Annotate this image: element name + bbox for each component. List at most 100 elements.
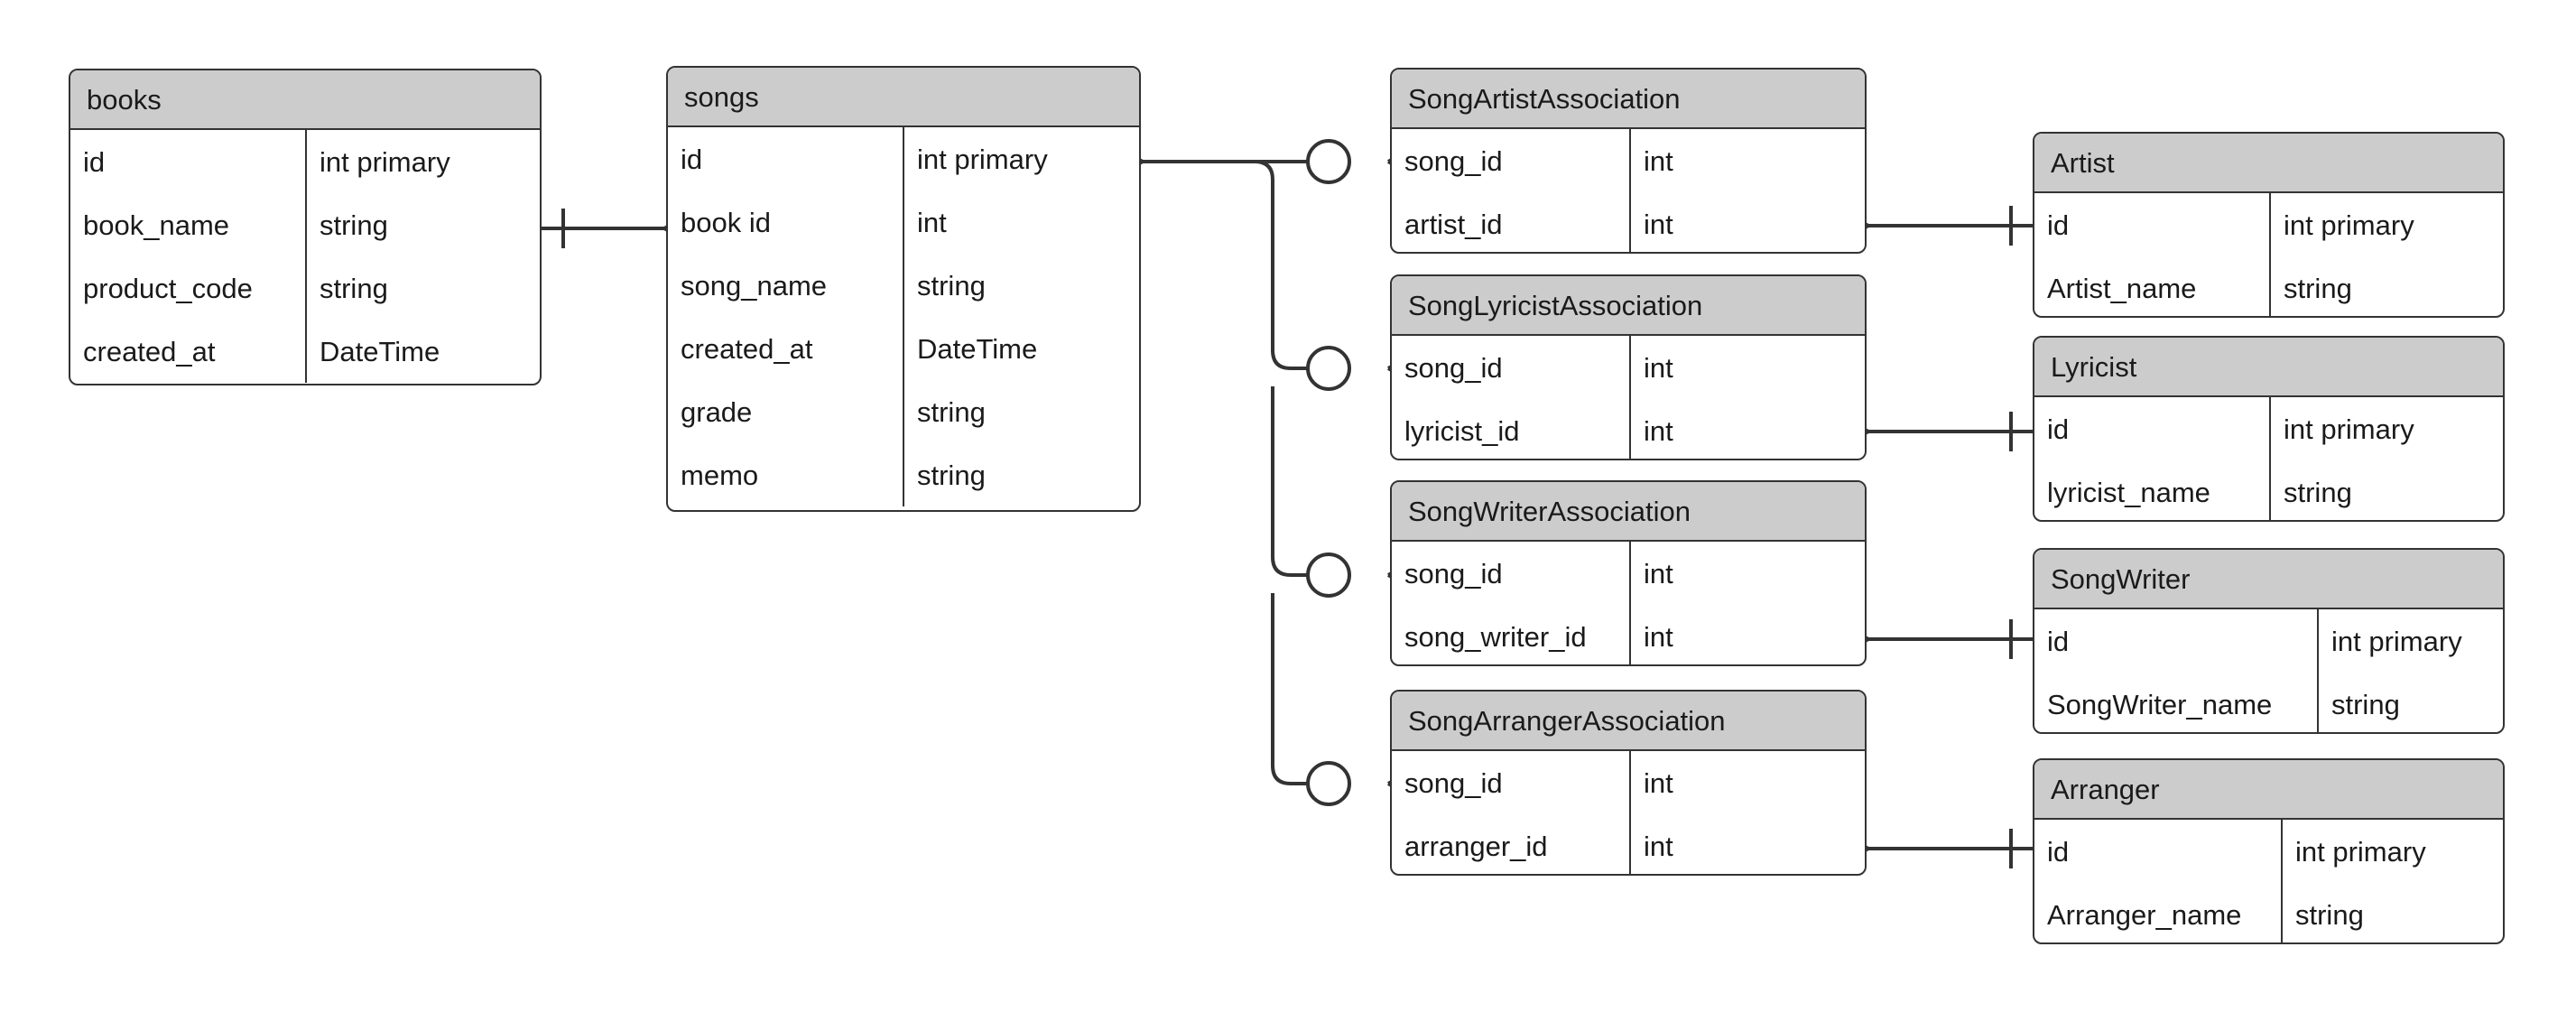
field-name: song_writer_id [1392,605,1631,664]
entity-field-row: grade string [668,380,1139,443]
field-name: song_id [1392,129,1631,192]
entity-title-song_artist_association: SongArtistAssociation [1392,70,1865,129]
field-type: int primary [2284,413,2414,445]
entity-field-row: created_at DateTime [668,317,1139,380]
field-type: string [917,459,986,491]
field-type: string [917,395,986,428]
field-name: song_id [1392,336,1631,399]
entity-title-songs: songs [668,68,1139,127]
entity-field-row: song_id int [1392,336,1865,399]
field-type: int primary [2295,835,2426,868]
field-name: artist_id [1392,192,1631,252]
field-type: int [1644,351,1673,384]
field-name: song_id [1392,751,1631,814]
field-name: created_at [70,320,307,383]
field-name: SongWriter_name [2034,673,2319,732]
entity-field-row: memo string [668,443,1139,506]
field-name: grade [668,380,904,443]
entity-title-arranger: Arranger [2034,760,2503,820]
field-name: id [2034,820,2283,883]
entity-title-artist: Artist [2034,134,2503,193]
field-name: Arranger_name [2034,883,2283,942]
field-type: int [1644,830,1673,862]
field-type: string [320,272,388,304]
field-type: string [917,269,986,302]
entity-field-row: song_name string [668,254,1139,317]
entity-field-row: artist_id int [1392,192,1865,252]
field-type: string [2284,272,2352,304]
entity-field-row: product_code string [70,256,540,320]
field-type: int [1644,414,1673,447]
field-name: arranger_id [1392,814,1631,874]
field-name: Artist_name [2034,256,2271,316]
field-type: string [2295,898,2364,931]
field-name: lyricist_name [2034,460,2271,520]
entity-field-row: Arranger_name string [2034,883,2503,942]
field-type: int primary [320,145,450,178]
entity-field-row: SongWriter_name string [2034,673,2503,732]
field-name: id [70,130,307,193]
field-type: int [917,206,947,238]
field-type: int [1644,766,1673,799]
field-name: id [2034,609,2319,673]
field-type: int [1644,208,1673,240]
entity-field-row: Artist_name string [2034,256,2503,316]
field-name: song_id [1392,542,1631,605]
entity-field-row: song_id int [1392,129,1865,192]
field-name: memo [668,443,904,506]
field-type: int [1644,557,1673,590]
field-name: song_name [668,254,904,317]
entity-title-song_lyricist_association: SongLyricistAssociation [1392,276,1865,336]
field-type: int primary [2284,209,2414,241]
entity-field-row: lyricist_name string [2034,460,2503,520]
field-name: created_at [668,317,904,380]
entity-field-row: id int primary [70,130,540,193]
field-type: string [320,209,388,241]
entity-field-row: song_id int [1392,751,1865,814]
entity-title-lyricist: Lyricist [2034,338,2503,397]
field-type: string [2331,688,2400,720]
entity-field-row: id int primary [2034,193,2503,256]
field-name: id [2034,193,2271,256]
entity-field-row: id int primary [2034,397,2503,460]
field-name: id [2034,397,2271,460]
field-name: book_name [70,193,307,256]
field-type: int primary [917,143,1048,175]
field-type: DateTime [917,332,1038,365]
field-name: book id [668,190,904,254]
entity-field-row: book id int [668,190,1139,254]
entity-field-row: song_id int [1392,542,1865,605]
field-type: int [1644,144,1673,177]
entity-title-song_arranger_association: SongArrangerAssociation [1392,692,1865,751]
entity-title-song_writer_association: SongWriterAssociation [1392,482,1865,542]
field-type: string [2284,476,2352,508]
entity-fields-lyricist: id int primary lyricist_name string [2034,397,2503,520]
field-name: product_code [70,256,307,320]
entity-title-song_writer: SongWriter [2034,550,2503,609]
entity-field-row: arranger_id int [1392,814,1865,874]
